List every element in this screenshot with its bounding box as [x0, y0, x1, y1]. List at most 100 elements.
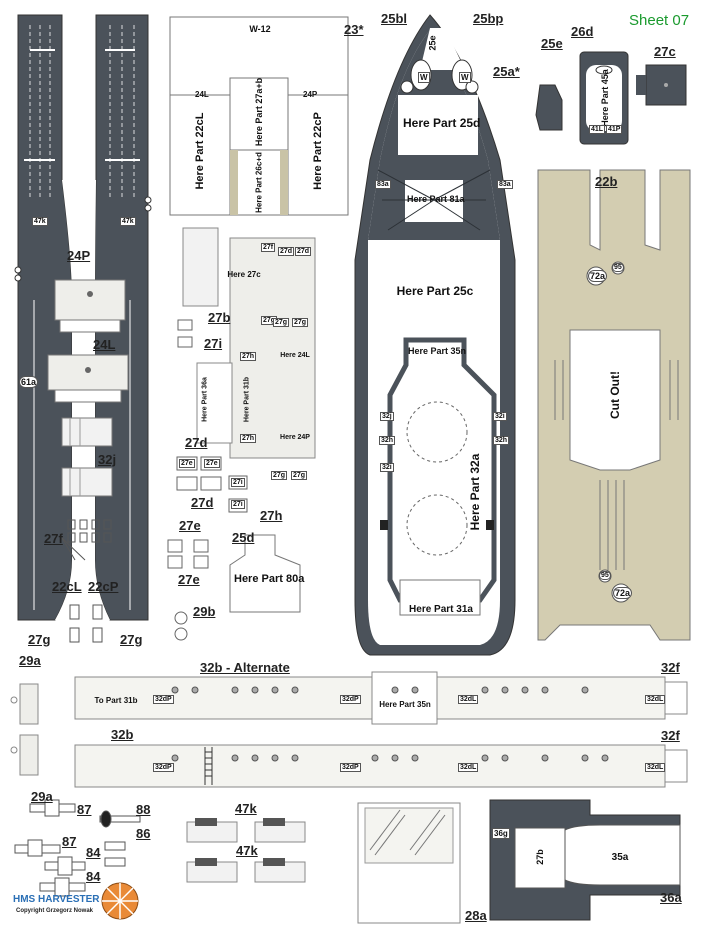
- part-29a-shape: [10, 683, 39, 776]
- text-here-24L-box: Here 24L: [280, 352, 310, 359]
- tag-32dP-3: 32dP: [153, 763, 174, 772]
- text-here-26cd: Here Part 26c+d: [254, 152, 264, 213]
- tag-27g-3: 27g: [292, 318, 309, 327]
- text-here-25c: Here Part 25c: [396, 284, 474, 298]
- part-25e-shape: [535, 84, 563, 131]
- label-47k-top: 47k: [235, 801, 257, 816]
- hull-25c-shape: [354, 14, 516, 656]
- text-27b-inner: 27b: [535, 849, 545, 865]
- tag-27e-1: 27e: [179, 459, 195, 468]
- tag-27h-2: 27h: [240, 434, 257, 443]
- label-27g-right: 27g: [120, 632, 143, 647]
- tag-41L: 41L: [589, 125, 606, 134]
- part-27e-shape: [167, 539, 209, 569]
- tag-27g-2: 27g: [273, 318, 290, 327]
- tag-72a-2: 72a: [613, 587, 633, 599]
- part-23-shape: [169, 16, 349, 216]
- tag-72a-1: 72a: [588, 270, 608, 282]
- part-28a-shape: [357, 802, 461, 924]
- text-24L-frame: 24L: [195, 90, 209, 99]
- label-32b-alternate: 32b - Alternate: [200, 660, 290, 675]
- text-cut-out: Cut Out!: [608, 371, 622, 419]
- part-27c-shape: [636, 64, 687, 106]
- label-25a: 25a*: [493, 64, 520, 79]
- part-25d-shape: [229, 534, 301, 613]
- text-here-22cL: Here Part 22cL: [194, 112, 206, 190]
- text-here-36a: Here Part 36a: [201, 377, 209, 422]
- tag-27i-1: 27i: [231, 478, 245, 487]
- label-28a: 28a: [465, 908, 487, 923]
- part-27i-shape: [177, 319, 193, 348]
- label-32f-bottom: 32f: [661, 728, 680, 743]
- tag-41P: 41P: [606, 125, 623, 134]
- text-24P-frame: 24P: [303, 90, 318, 99]
- part-27g-shape: [69, 604, 103, 643]
- part-27f-shape: [61, 519, 112, 561]
- tag-W-1: W: [418, 72, 430, 83]
- text-here-32a: Here Part 32a: [468, 453, 482, 531]
- tag-32j: 32j: [380, 412, 394, 421]
- label-22b: 22b: [595, 174, 618, 189]
- text-to-part-31b: To Part 31b: [94, 696, 138, 705]
- tag-83a-1: 83a: [375, 180, 391, 189]
- sheet-title: Sheet 07: [629, 12, 690, 29]
- label-27i: 27i: [204, 336, 223, 351]
- label-27f: 27f: [44, 531, 63, 546]
- tag-47k-2: 47k: [120, 217, 136, 226]
- tag-27e-2: 27e: [204, 459, 220, 468]
- brand-logo: [101, 882, 139, 920]
- part-24L-shape: [47, 354, 129, 403]
- text-here-80a: Here Part 80a: [234, 573, 305, 585]
- label-27e-top: 27e: [179, 518, 201, 533]
- tag-27g-4: 27g: [271, 471, 288, 480]
- part-47k-shape: [186, 818, 306, 883]
- tag-32dL-1: 32dL: [458, 695, 479, 704]
- text-here-27ab: Here Part 27a+b: [254, 77, 264, 147]
- tag-95-1: 95: [612, 263, 624, 272]
- tag-27h-1: 27h: [240, 352, 257, 361]
- brand-name: HMS HARVESTER: [13, 894, 100, 905]
- label-29a-bottom: 29a: [31, 789, 53, 804]
- label-29b: 29b: [193, 604, 216, 619]
- label-32f-top: 32f: [661, 660, 680, 675]
- part-26d-shape: [579, 51, 629, 145]
- tag-36g: 36g: [492, 828, 510, 839]
- text-here-22cP: Here Part 22cP: [312, 112, 324, 190]
- tag-32i-1: 32i: [380, 463, 394, 472]
- tag-47k-1: 47k: [32, 217, 48, 226]
- label-25e: 25e: [541, 36, 563, 51]
- small-parts-84-88: [14, 799, 141, 897]
- label-27g-left: 27g: [28, 632, 51, 647]
- tag-27d-1: 27d: [278, 247, 295, 256]
- text-w12: W-12: [249, 24, 271, 34]
- part-32j-shape: [61, 417, 113, 497]
- label-27h: 27h: [260, 508, 283, 523]
- label-25d: 25d: [232, 530, 255, 545]
- tag-32dP-2: 32dP: [340, 695, 361, 704]
- tag-32i-2: 32i: [493, 412, 507, 421]
- label-47k-bottom: 47k: [236, 843, 258, 858]
- text-here-27c: Here 27c: [227, 270, 261, 279]
- label-23: 23*: [344, 22, 364, 37]
- label-29a-top: 29a: [19, 653, 41, 668]
- label-27b: 27b: [208, 310, 231, 325]
- text-here-31b: Here Part 31b: [243, 376, 251, 423]
- part-24P-shape: [54, 279, 126, 333]
- label-26d: 26d: [571, 24, 594, 39]
- tag-32h-2: 32h: [493, 436, 510, 445]
- label-25bp: 25bp: [473, 11, 504, 26]
- label-87-bottom: 87: [62, 834, 77, 849]
- label-22cL: 22cL: [52, 579, 82, 594]
- label-25bl: 25bl: [381, 11, 408, 26]
- label-27d-top: 27d: [185, 435, 208, 450]
- text-35a: 35a: [611, 852, 629, 863]
- text-here-45a: Here Part 45a: [600, 69, 610, 127]
- part-29b-shape: [174, 611, 188, 641]
- text-here-35n-top: Here Part 35n: [408, 346, 467, 356]
- label-27c: 27c: [654, 44, 676, 59]
- text-25e-inner: 25e: [427, 35, 438, 51]
- tag-27f-1: 27f: [261, 243, 276, 252]
- label-84-top: 84: [86, 845, 101, 860]
- text-here-81a: Here Part 81a: [407, 194, 465, 204]
- label-87-top: 87: [77, 802, 92, 817]
